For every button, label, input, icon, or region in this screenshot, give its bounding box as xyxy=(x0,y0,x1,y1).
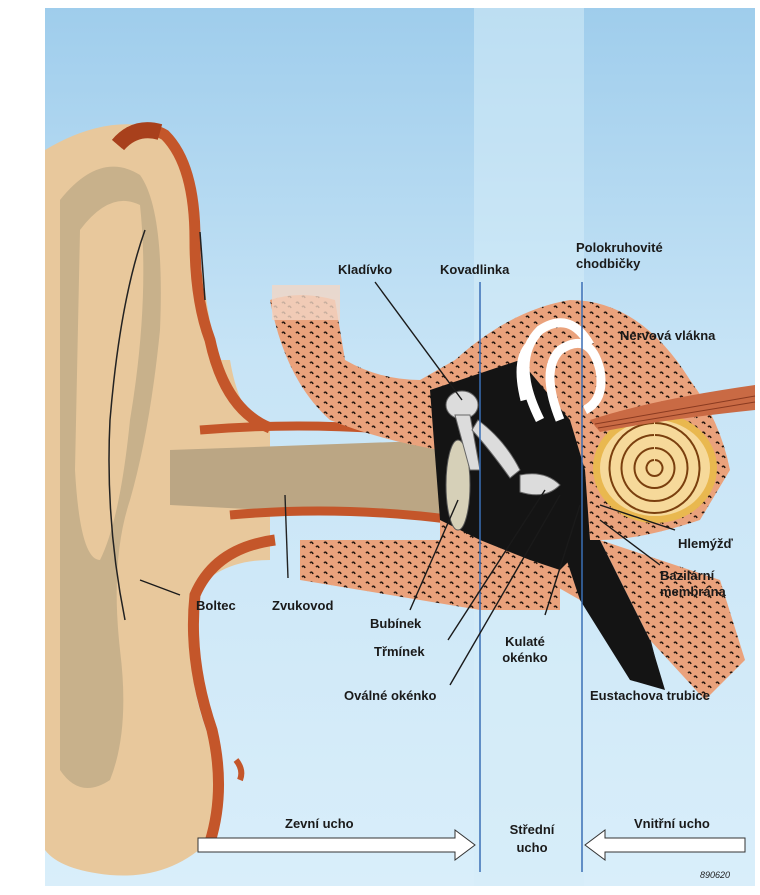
label-kovadlinka: Kovadlinka xyxy=(440,262,509,277)
label-boltec: Boltec xyxy=(196,598,236,613)
label-polokruhovite-1: Polokruhovité xyxy=(576,240,663,255)
label-trminek: Třmínek xyxy=(374,644,425,659)
label-bazilarni-1: Bazilární xyxy=(660,568,714,583)
label-ovalne-okenko: Oválné okénko xyxy=(344,688,436,703)
label-kulate-2: okénko xyxy=(490,650,560,665)
label-bazilarni-2: membrána xyxy=(660,584,726,599)
label-kladivko: Kladívko xyxy=(338,262,392,277)
label-zvukovod: Zvukovod xyxy=(272,598,333,613)
label-eustachova-trubice: Eustachova trubice xyxy=(590,688,710,703)
label-polokruhovite-2: chodbičky xyxy=(576,256,640,271)
region-stredni-2: ucho xyxy=(492,840,572,855)
region-zevni-ucho: Zevní ucho xyxy=(285,816,354,831)
region-vnitrni-ucho: Vnitřní ucho xyxy=(634,816,710,831)
label-nervova-vlakna: Nervová vlákna xyxy=(620,328,715,343)
region-stredni-1: Střední xyxy=(492,822,572,837)
label-hlemyzd: Hlemýžď xyxy=(678,536,733,551)
figure-code: 890620 xyxy=(700,870,730,880)
label-kulate-1: Kulaté xyxy=(490,634,560,649)
label-bubinek: Bubínek xyxy=(370,616,421,631)
